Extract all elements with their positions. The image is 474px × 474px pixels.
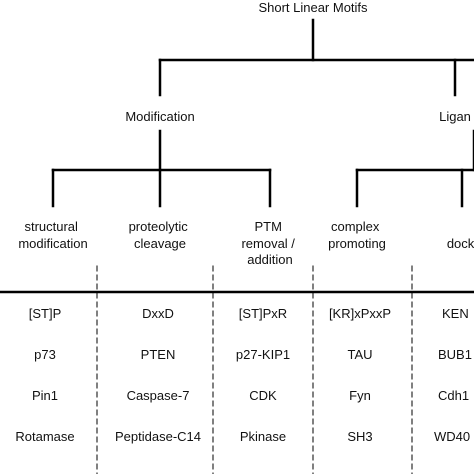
category-line: addition xyxy=(247,252,293,267)
table-cell: Rotamase xyxy=(15,429,74,444)
table-cell: Pin1 xyxy=(32,388,58,403)
table-cell: CDK xyxy=(249,388,277,403)
table-cell: KEN xyxy=(442,306,469,321)
table-cell: [KR]xPxxP xyxy=(329,306,391,321)
category-structural: structural modification xyxy=(18,219,87,251)
table-cell: WD40 xyxy=(434,429,470,444)
category-complex: complex promoting xyxy=(328,219,386,251)
table-cell: BUB1 xyxy=(438,347,472,362)
table-cell: Cdh1 xyxy=(438,388,469,403)
category-line: cleavage xyxy=(134,236,186,251)
root-label: Short Linear Motifs xyxy=(258,0,368,15)
table-cell: Peptidase-C14 xyxy=(115,429,201,444)
category-line: PTM xyxy=(254,219,281,234)
table-cell: PTEN xyxy=(141,347,176,362)
table-cell: DxxD xyxy=(142,306,174,321)
category-line: complex xyxy=(331,219,380,234)
table-cell: [ST]PxR xyxy=(239,306,287,321)
category-proteolytic: proteolytic cleavage xyxy=(129,219,192,251)
table-cell: [ST]P xyxy=(29,306,62,321)
category-ptm: PTM removal / addition xyxy=(241,219,298,267)
table-cell: Caspase-7 xyxy=(127,388,190,403)
category-line: docki xyxy=(447,236,474,251)
table-cell: SH3 xyxy=(347,429,372,444)
category-line: structural xyxy=(24,219,78,234)
table-cell: TAU xyxy=(347,347,372,362)
ligand-label: Ligan xyxy=(439,109,471,124)
category-docking: docki xyxy=(447,236,474,251)
category-line: removal / xyxy=(241,236,295,251)
category-line: modification xyxy=(18,236,87,251)
table-cell: p73 xyxy=(34,347,56,362)
table-cell: p27-KIP1 xyxy=(236,347,290,362)
modification-label: Modification xyxy=(125,109,194,124)
table-cell: Fyn xyxy=(349,388,371,403)
category-line: proteolytic xyxy=(129,219,189,234)
category-line: promoting xyxy=(328,236,386,251)
table-cell: Pkinase xyxy=(240,429,286,444)
